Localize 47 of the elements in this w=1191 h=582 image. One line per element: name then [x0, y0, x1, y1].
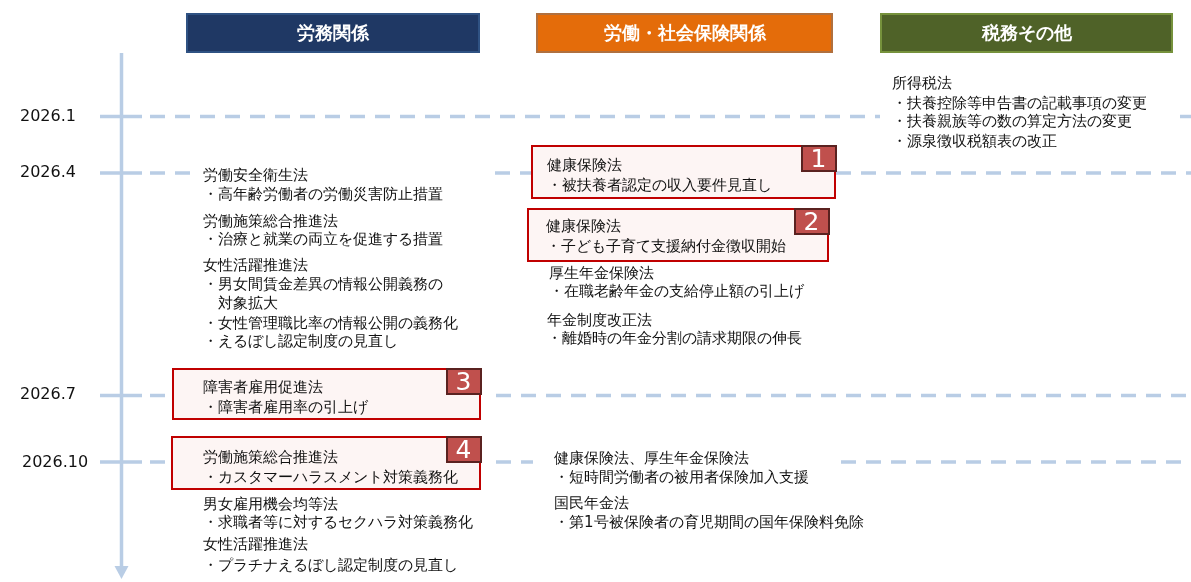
bullet-item: ・第1号被保険者の育児期間の国年保険料免除 — [554, 512, 864, 532]
bullet-item: ・離婚時の年金分割の請求期限の伸長 — [547, 329, 802, 348]
callout-number: 4 — [445, 435, 482, 463]
bullet-item: ・カスタマーハラスメント対策義務化 — [202, 467, 458, 487]
law-title: 労働安全衛生法 — [203, 165, 308, 185]
bullet-item: ・えるぼし認定制度の見直し — [203, 331, 398, 351]
bullet-item: ・短時間労働者の被用者保険加入支援 — [554, 467, 809, 487]
law-title: 男女雇用機会均等法 — [203, 494, 338, 514]
bullet-item: ・扶養親族等の数の算定方法の変更 — [892, 112, 1132, 131]
bullet-item: ・障害者雇用率の引上げ — [202, 397, 368, 417]
bullet-item: ・女性管理職比率の情報公開の義務化 — [203, 313, 458, 333]
column-header: 労働・社会保険関係 — [536, 13, 833, 53]
highlight-box — [172, 368, 481, 420]
callout-number: 3 — [445, 367, 482, 395]
column-header: 労務関係 — [186, 13, 480, 53]
law-title: 健康保険法 — [546, 155, 622, 175]
bullet-item: ・扶養控除等申告書の記載事項の変更 — [892, 93, 1147, 113]
date-label: 2026.10 — [22, 452, 89, 471]
law-title: 女性活躍推進法 — [203, 255, 308, 275]
bullet-item: ・求職者等に対するセクハラ対策義務化 — [203, 512, 473, 532]
callout-number: 1 — [800, 144, 837, 172]
bullet-item: ・高年齢労働者の労働災害防止措置 — [203, 184, 443, 204]
bullet-item: ・在職老齢年金の支給停止額の引上げ — [549, 282, 804, 301]
bullet-item: ・プラチナえるぼし認定制度の見直し — [203, 555, 458, 575]
law-title: 労働施策総合推進法 — [203, 211, 338, 231]
law-title: 厚生年金保険法 — [549, 263, 654, 283]
bullet-item: ・子ども子育て支援納付金徴収開始 — [546, 236, 786, 256]
date-label: 2026.1 — [20, 106, 76, 125]
date-label: 2026.7 — [20, 384, 76, 403]
bullet-item: ・治療と就業の両立を促進する措置 — [203, 229, 443, 249]
highlight-box — [171, 436, 481, 490]
bullet-item: ・被扶養者認定の収入要件見直し — [546, 175, 772, 195]
column-header: 税務その他 — [880, 13, 1173, 53]
law-title: 女性活躍推進法 — [203, 534, 308, 554]
law-title: 年金制度改正法 — [547, 310, 652, 330]
bullet-item: ・源泉徴収税額表の改正 — [892, 131, 1057, 151]
law-title: 労働施策総合推進法 — [202, 447, 338, 467]
law-title: 健康保険法、厚生年金保険法 — [554, 448, 749, 468]
callout-number: 2 — [793, 207, 830, 235]
law-title: 国民年金法 — [554, 493, 629, 513]
law-title: 健康保険法 — [546, 216, 621, 236]
highlight-box — [531, 145, 836, 199]
highlight-box — [527, 208, 829, 262]
law-title: 障害者雇用促進法 — [202, 377, 323, 397]
date-label: 2026.4 — [20, 161, 76, 181]
bullet-item: ・男女間賃金差異の情報公開義務の対象拡大 — [203, 275, 444, 313]
law-title: 所得税法 — [892, 73, 952, 93]
